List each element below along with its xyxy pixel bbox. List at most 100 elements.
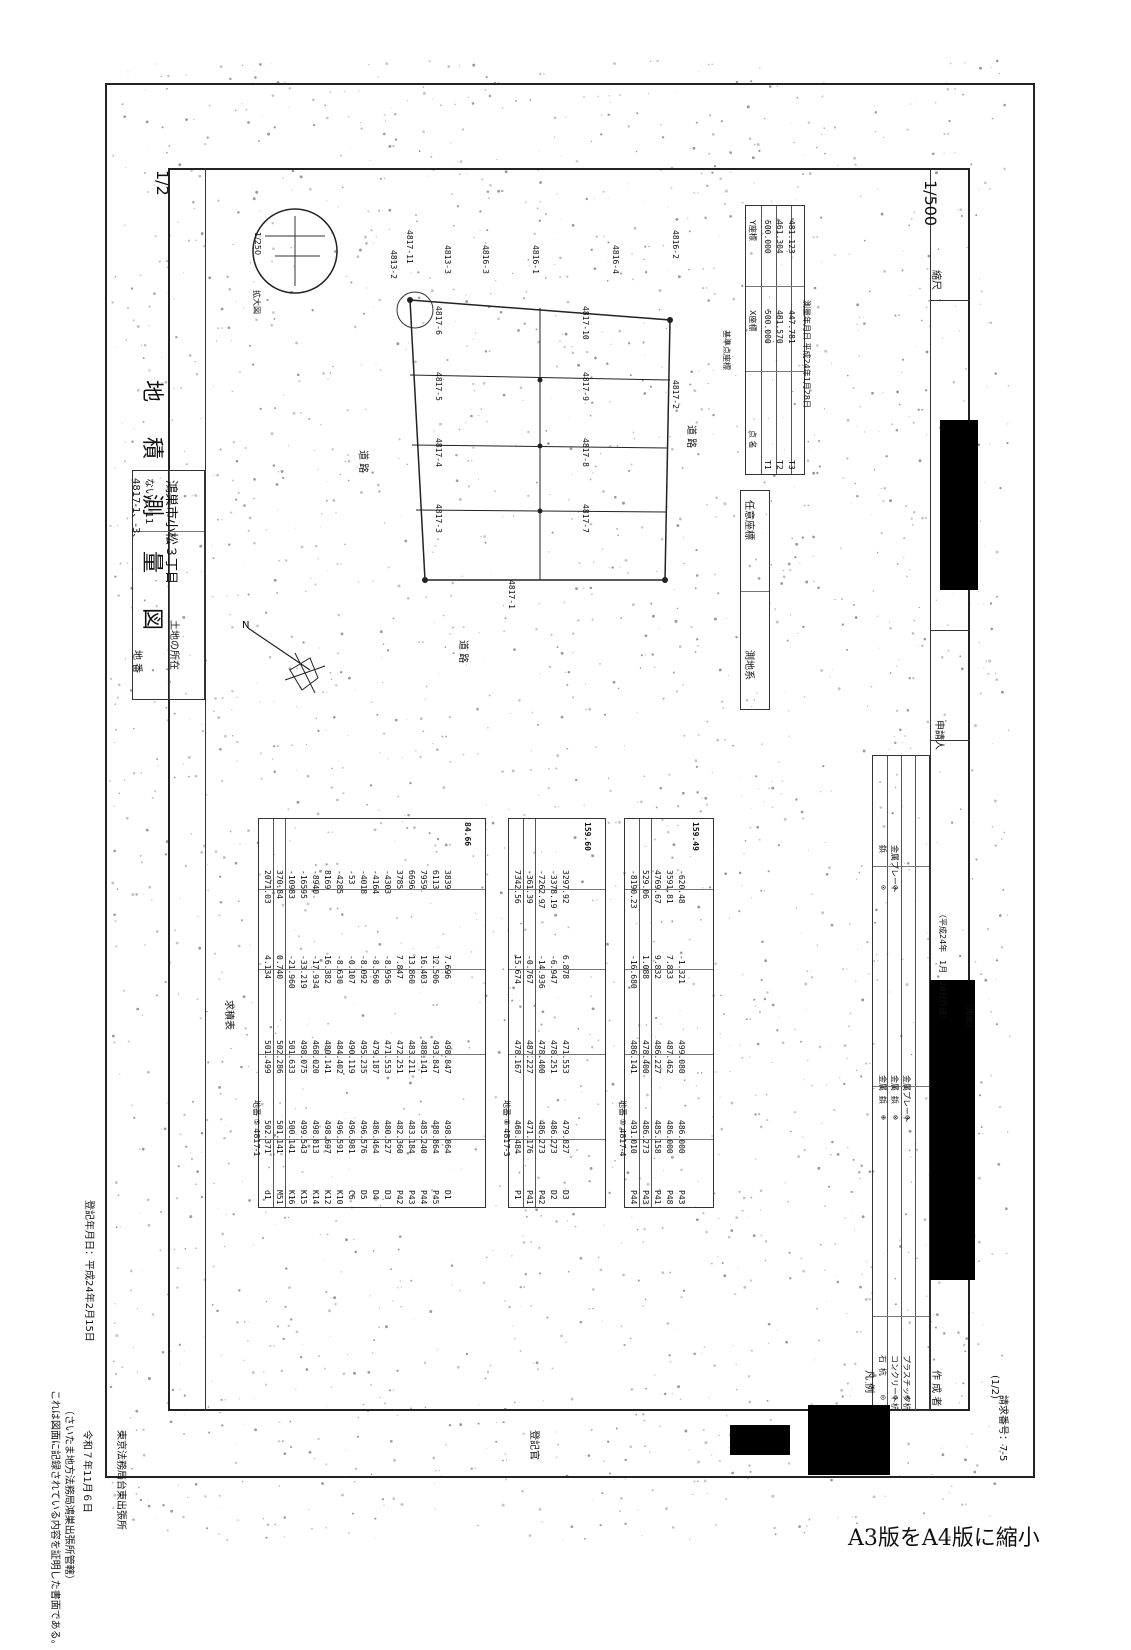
enlarged-label: 拡大図 bbox=[252, 290, 261, 314]
area-table-2-cell: D3 bbox=[561, 1190, 570, 1200]
legend-cell: ⊗ bbox=[891, 1115, 900, 1120]
page-marker: (1/2) bbox=[989, 1375, 1000, 1399]
area-table-1-cell: D1 bbox=[443, 1190, 452, 1200]
creator-label: 作 成 者 bbox=[930, 1370, 941, 1407]
area-table-2-cell: -3378.19 bbox=[549, 870, 558, 909]
area-table-3-cell: P44 bbox=[629, 1190, 638, 1205]
legend-cell: コンクリート杭 bbox=[890, 1355, 899, 1411]
title-column-divider bbox=[205, 168, 206, 1411]
control-point-cell: 500.000 bbox=[763, 310, 772, 344]
area-table-2-cell: 6.878 bbox=[561, 955, 570, 980]
area-table-1-cell: 483.211 bbox=[407, 1040, 416, 1074]
legend-cell: 石 杭 bbox=[878, 1355, 887, 1376]
area-table-1-cell: 13.860 bbox=[407, 955, 416, 984]
area-table-3-cell: 4769.67 bbox=[653, 870, 662, 904]
scale-value: 1/500 bbox=[921, 180, 940, 227]
redacted-seal-1 bbox=[730, 1425, 790, 1455]
control-point-cell: 500.000 bbox=[763, 220, 772, 254]
parcel-label-5: 4817-7 bbox=[581, 504, 590, 533]
legend-cell: ⊙ bbox=[879, 885, 888, 890]
legend-cell: 金属プレート bbox=[890, 845, 899, 893]
area-table-3-cell: -1.321 bbox=[677, 955, 686, 984]
parcel-label-7: 4817-9 bbox=[581, 372, 590, 401]
area-table-1-cell: D5 bbox=[359, 1190, 368, 1200]
area-table-3-cell: -8190.23 bbox=[629, 870, 638, 909]
north-arrow-icon: N bbox=[242, 620, 326, 694]
parcel-label-10: 4817-2 bbox=[671, 380, 680, 409]
area-table-2-cell: 486.273 bbox=[537, 1120, 546, 1154]
area-table-1-cell: 496.576 bbox=[359, 1120, 368, 1154]
issuing-office: 東京法務局台東出張所 bbox=[115, 1430, 126, 1530]
area-table-1-cell: d1 bbox=[263, 1190, 272, 1200]
area-table-3-cell: 1.088 bbox=[641, 955, 650, 980]
area-table-2-cell: P1 bbox=[513, 1190, 522, 1200]
sheet-inner-border bbox=[168, 168, 970, 1411]
area-table-3-cell: P43 bbox=[677, 1190, 686, 1205]
redacted-applicant bbox=[940, 420, 978, 590]
area-table-1-cell: 501.141 bbox=[275, 1120, 284, 1154]
area-table-1-cell: 4.134 bbox=[263, 955, 272, 980]
scale-label: 縮尺 bbox=[930, 270, 941, 290]
area-table-3-cell: -16.680 bbox=[629, 955, 638, 989]
area-table-2-cell: 471.176 bbox=[525, 1120, 534, 1154]
area-table-1-cell: -10983 bbox=[287, 870, 296, 899]
area-table-3-cell: 486.000 bbox=[665, 1120, 674, 1154]
neighbor-label-2: 4817-11 bbox=[405, 230, 414, 264]
applicant-divider bbox=[930, 740, 970, 741]
area-table-2-cell: 15.674 bbox=[513, 955, 522, 984]
area-table-1-cell: 6113 bbox=[431, 870, 440, 890]
area-table-3-cell: 9.832 bbox=[653, 955, 662, 980]
area-table-1-cell: -4303 bbox=[383, 870, 392, 895]
area-table-2-cell: 478.251 bbox=[549, 1040, 558, 1074]
area-table-1-cell: 488.141 bbox=[419, 1040, 428, 1074]
neighbor-label-7: 4816-2 bbox=[671, 230, 680, 259]
area-table-1-cell: K15 bbox=[299, 1190, 308, 1205]
area-table-1-cell: -16595 bbox=[299, 870, 308, 899]
area-table-3-cell: 7.833 bbox=[665, 955, 674, 980]
area-table-3-total: 159.49 bbox=[691, 822, 700, 851]
area-table-3-cell: -620.48 bbox=[677, 870, 686, 904]
area-table-1-cell: 483.184 bbox=[407, 1120, 416, 1154]
area-table-3-cell: P41 bbox=[653, 1190, 662, 1205]
area-table-1-cell: 490.119 bbox=[347, 1040, 356, 1074]
area-table-1-cell: 502.286 bbox=[275, 1040, 284, 1074]
certification-line1: これは図面に記録されている内容を証明した書面である。 bbox=[49, 1390, 60, 1650]
area-table-1-cell: P44 bbox=[419, 1190, 428, 1205]
area-table-2-cell: P42 bbox=[537, 1190, 546, 1205]
neighbor-label-1: 4813-2 bbox=[389, 250, 398, 279]
area-table-2-cell: -0.767 bbox=[525, 955, 534, 984]
creator-date: （平成24年 1月 28日作成） bbox=[938, 910, 947, 1024]
area-table-2-cell: D2 bbox=[549, 1190, 558, 1200]
area-table-1-cell: -8.560 bbox=[371, 955, 380, 984]
area-table-1-cell: 16.382 bbox=[323, 955, 332, 984]
control-point-cell: T1 bbox=[763, 460, 772, 470]
enlarged-detail-circle bbox=[252, 208, 338, 294]
area-table-3-cell: 486.141 bbox=[629, 1040, 638, 1074]
area-table-1-cell: 6696 bbox=[407, 870, 416, 890]
road-label-1: 道 路 bbox=[357, 450, 368, 474]
area-table-1-total: 84.66 bbox=[463, 822, 472, 847]
area-table-1-cell: 486.464 bbox=[371, 1120, 380, 1154]
footer-column-divider bbox=[930, 168, 931, 1411]
legend-cell: 金属 鋲 bbox=[878, 1075, 887, 1104]
area-table-1-cell: 501.499 bbox=[263, 1040, 272, 1074]
area-table-1-cell: 484.402 bbox=[335, 1040, 344, 1074]
area-table-1-cell: -8940 bbox=[311, 870, 320, 895]
geodetic-value: 任意座標 bbox=[743, 500, 754, 540]
area-table-1-cell: 488.864 bbox=[431, 1120, 440, 1154]
area-table-1-cell: 480.527 bbox=[383, 1120, 392, 1154]
area-table-3-cell: 478.400 bbox=[641, 1040, 650, 1074]
area-table-1-cell: 498.864 bbox=[443, 1120, 452, 1154]
area-table-1-cell: K10 bbox=[335, 1190, 344, 1205]
parcel-label-3: 4817-5 bbox=[434, 372, 443, 401]
legend-cell: 金属プレート bbox=[902, 1075, 911, 1123]
location-label: 土地の所在 bbox=[168, 620, 179, 670]
area-table-1-cell: 500.141 bbox=[287, 1120, 296, 1154]
redacted-seal-2 bbox=[808, 1405, 890, 1475]
area-table-3 bbox=[624, 818, 714, 1208]
area-table-2-cell: 487.227 bbox=[525, 1040, 534, 1074]
registration-date: 登記年月日：平成24年2月15日 bbox=[83, 1200, 94, 1342]
geodetic-label: 測地系 bbox=[743, 650, 754, 680]
area-table-2-cell: -6.947 bbox=[549, 955, 558, 984]
legend-cell: プラスチック杭 bbox=[902, 1355, 911, 1411]
